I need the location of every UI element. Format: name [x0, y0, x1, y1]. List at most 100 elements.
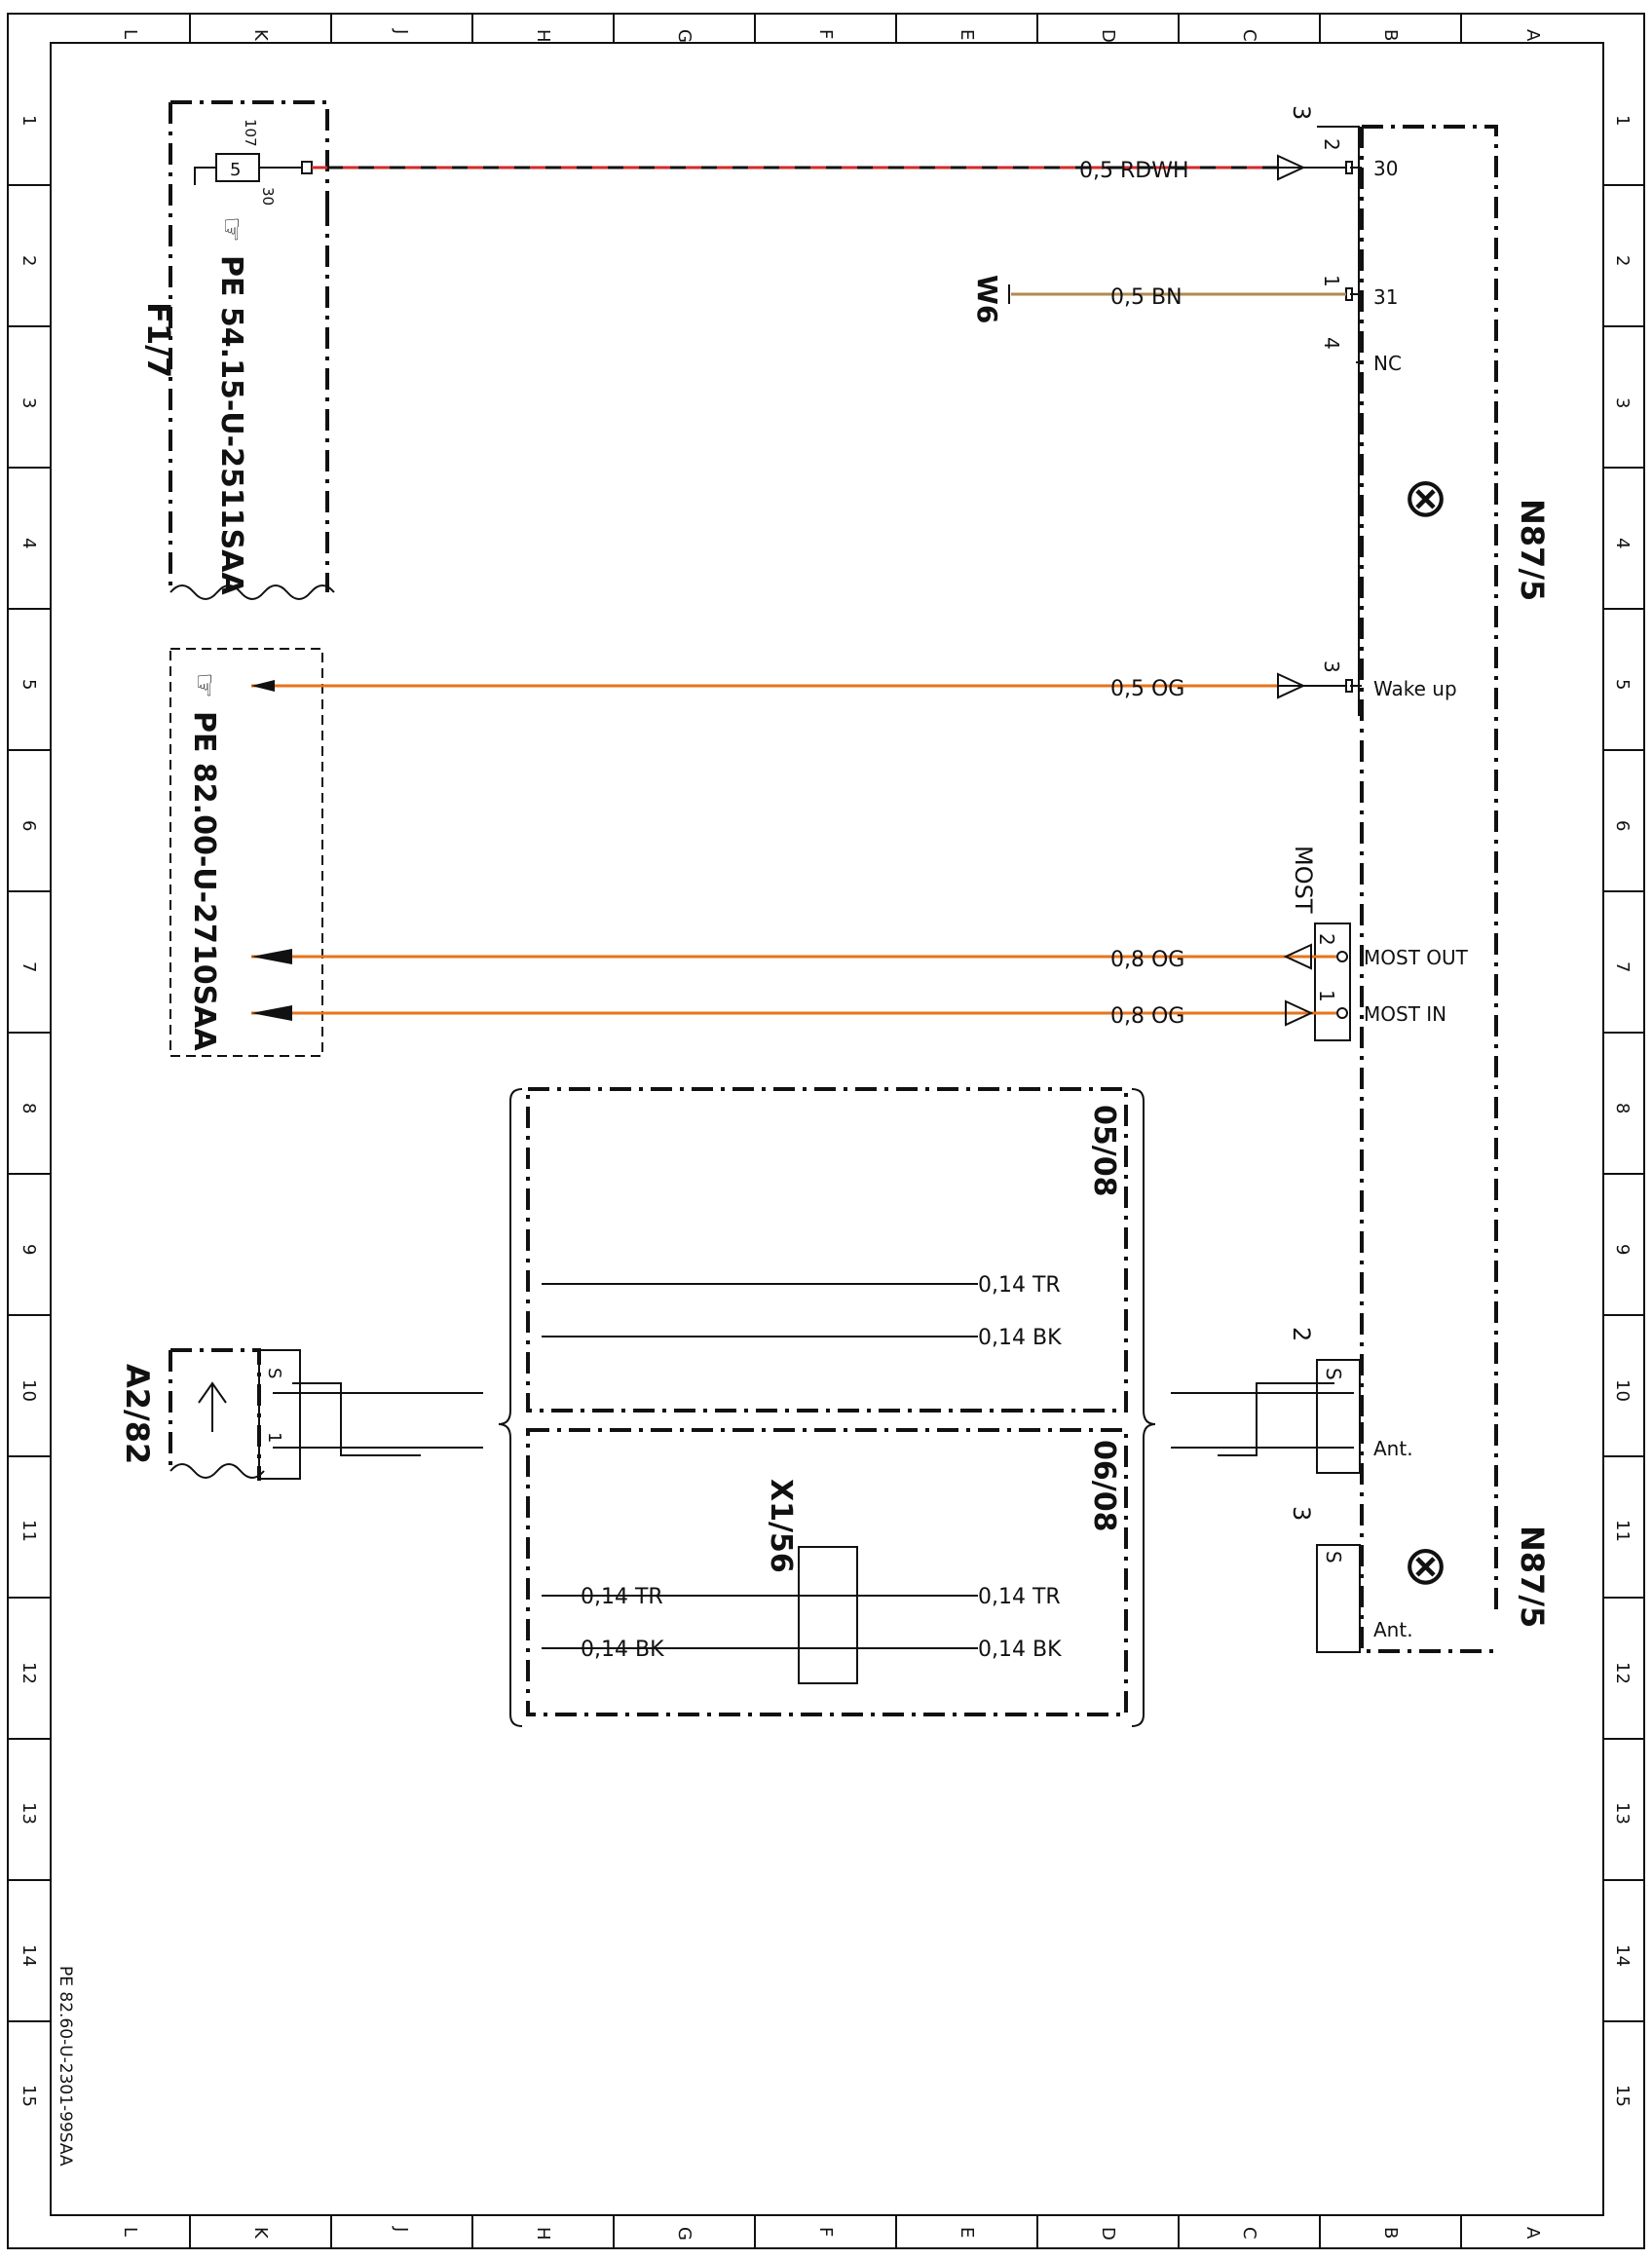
row-label: 13	[19, 1802, 39, 1825]
row-labels-left: 1 2 3 4 5 6 7 8 9 10 11 12 13 14 15	[19, 115, 39, 2107]
hand-pointer-icon: ☞	[214, 216, 248, 243]
f17-reference: PE 54.15-U-2511SAA	[214, 255, 248, 595]
row-dividers	[8, 184, 1644, 2022]
pin-name: MOST OUT	[1364, 946, 1469, 969]
row-label: 11	[19, 1520, 39, 1542]
wire-bn: W6 0,5 BN	[971, 275, 1346, 323]
row-label: 1	[19, 115, 39, 126]
pin-number: 2	[1315, 933, 1338, 946]
document-reference: PE 82.60-U-2301-99SAA	[56, 1966, 75, 2166]
row-label: 14	[19, 1944, 39, 1967]
inner-frame	[50, 42, 1604, 2216]
left-brace	[498, 1088, 523, 1727]
module-n875-bottom: 2 3 N87/5 ⊗ S Ant. S Ant.	[1171, 1327, 1551, 1653]
variant-label: 05/08	[1087, 1105, 1121, 1196]
col-label: F	[815, 2227, 836, 2237]
row-label: 2	[1612, 255, 1633, 266]
pin-number: S	[1322, 1368, 1345, 1380]
row-label: 7	[19, 961, 39, 972]
connector-number: 3	[1288, 105, 1315, 120]
pe82-reference: PE 82.00-U-2710SAA	[187, 711, 221, 1051]
row-label: 12	[1612, 1662, 1633, 1684]
a282-label: A2/82	[119, 1364, 156, 1464]
antenna-icon	[198, 1381, 227, 1432]
fuse-pin-top: 107	[242, 119, 259, 147]
wire-label: 0,14 TR	[581, 1585, 663, 1609]
pin-number: S	[1322, 1551, 1345, 1563]
reference-box-pe82: ☞ PE 82.00-U-2710SAA	[169, 648, 323, 1057]
col-label: C	[1239, 2227, 1259, 2240]
fuse-pin-bottom: 30	[259, 187, 277, 206]
row-label: 4	[19, 538, 39, 548]
wire-label: 0,14 BK	[581, 1638, 664, 1662]
row-label: 11	[1612, 1520, 1633, 1542]
variant-box-0608: 06/08 X1/56 0,14 TR 0,14 BK 0,14 TR 0,14…	[526, 1428, 1128, 1716]
row-label: 3	[19, 397, 39, 408]
pin-name: Ant.	[1373, 1618, 1413, 1641]
row-label: 9	[1612, 1244, 1633, 1255]
col-label: E	[957, 29, 977, 40]
wire-rdwh: 0,5 RDWH	[312, 154, 1346, 183]
wire-og-wakeup: 0,5 OG	[251, 672, 1346, 701]
pin-name: 30	[1373, 157, 1398, 180]
col-label: K	[250, 2227, 271, 2240]
w6-label: W6	[971, 275, 1003, 323]
radio-module-icon: ⊗	[1403, 1534, 1448, 1598]
column-dividers	[189, 14, 1462, 2248]
row-label: 10	[1612, 1379, 1633, 1402]
f17-label: F1/7	[140, 302, 177, 378]
pin-name: 31	[1373, 285, 1398, 309]
pin-name: NC	[1373, 352, 1402, 375]
col-label: H	[533, 29, 553, 43]
wire-label: 0,14 TR	[978, 1585, 1061, 1609]
wire-label: 0,5 RDWH	[1079, 159, 1189, 183]
row-label: 7	[1612, 961, 1633, 972]
n875-label: N87/5	[1514, 499, 1551, 601]
col-label: C	[1239, 29, 1259, 42]
row-labels-right: 1 2 3 4 5 6 7 8 9 10 11 12 13 14 15	[1612, 115, 1633, 2107]
row-label: 13	[1612, 1802, 1633, 1825]
row-label: 15	[1612, 2085, 1633, 2107]
row-label: 4	[1612, 538, 1633, 548]
pin-number: 1	[264, 1432, 284, 1443]
col-label: B	[1380, 29, 1401, 41]
row-label: 5	[1612, 679, 1633, 690]
wire-label: 0,8 OG	[1110, 1004, 1184, 1029]
row-label: 6	[1612, 820, 1633, 831]
col-label: G	[674, 29, 695, 43]
col-label: J	[391, 2226, 411, 2232]
pin-number: 1	[1320, 275, 1343, 287]
right-brace	[1131, 1088, 1156, 1727]
row-label: 3	[1612, 397, 1633, 408]
col-label: D	[1098, 29, 1118, 43]
wire-og-most-out: 0,8 OG	[251, 943, 1336, 972]
col-label: J	[391, 28, 411, 34]
module-n875-top: 3 N87/5 ⊗ MOST	[1288, 105, 1551, 1617]
wire-og-most-in: 0,8 OG	[251, 999, 1336, 1029]
outer-frame	[7, 13, 1645, 2249]
n875-pin-labels: 2 30 1 31 4 NC 3 Wake up 2 MOST OUT 1 MO…	[1315, 138, 1469, 1026]
radio-module-icon: ⊗	[1403, 467, 1448, 530]
n875-label: N87/5	[1514, 1526, 1551, 1628]
most-connector-label: MOST	[1290, 846, 1317, 914]
col-label: F	[815, 29, 836, 39]
fuse-number: 5	[230, 160, 241, 180]
column-labels-bottom: L K J H G F E D C B A	[120, 2226, 1543, 2241]
col-label: A	[1522, 29, 1543, 42]
fuse-box-f17: 5 107 30 F1/7 ☞ PE 54.15-U-2511SAA	[140, 100, 335, 600]
row-label: 8	[1612, 1103, 1633, 1113]
wire-label: 0,8 OG	[1110, 948, 1184, 972]
col-label: A	[1522, 2227, 1543, 2240]
wire-label: 0,5 OG	[1110, 677, 1184, 701]
col-label: H	[533, 2227, 553, 2241]
wire-label: 0,14 TR	[978, 1273, 1061, 1298]
x156-label: X1/56	[764, 1479, 798, 1573]
pin-name: MOST IN	[1364, 1002, 1446, 1026]
row-label: 10	[19, 1379, 39, 1402]
wire-label: 0,5 BN	[1110, 285, 1183, 310]
antenna-a282: A2/82 S 1	[119, 1348, 483, 1481]
col-label: D	[1098, 2227, 1118, 2241]
connector-number: 3	[1288, 1506, 1315, 1521]
row-label: 14	[1612, 1944, 1633, 1967]
